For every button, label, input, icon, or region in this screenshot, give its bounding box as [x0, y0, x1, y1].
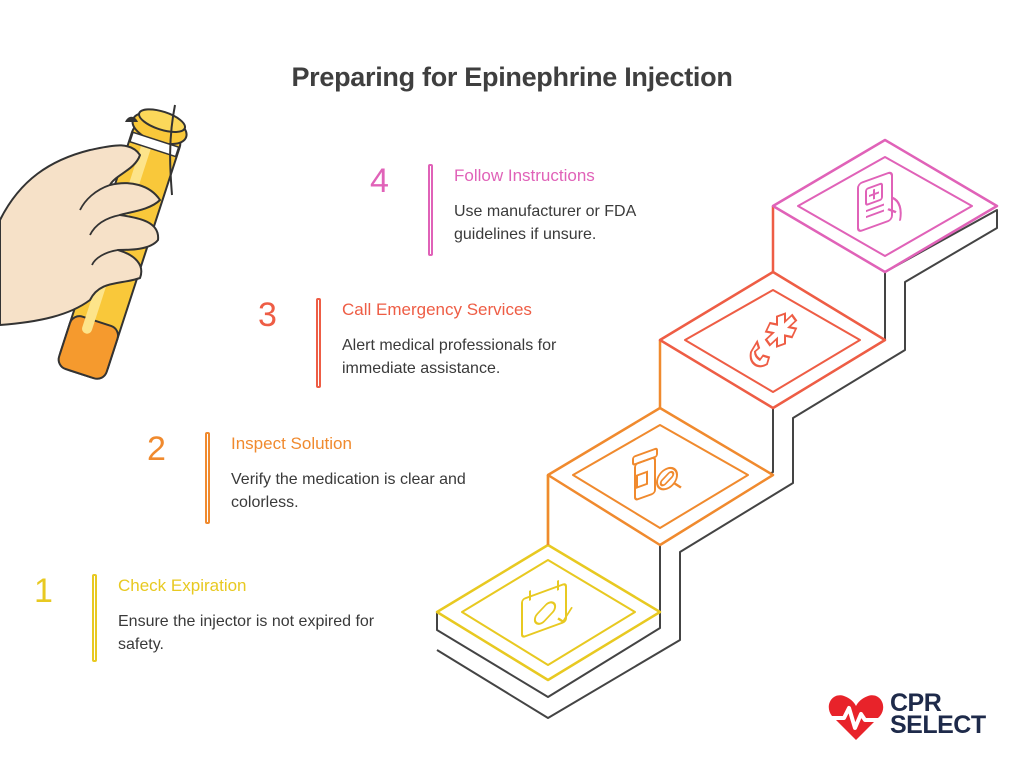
calendar-pill-icon	[521, 579, 573, 638]
step-number: 3	[258, 296, 277, 334]
step-bar	[205, 432, 210, 524]
step-heading: Call Emergency Services	[342, 300, 532, 319]
stair-step-2	[546, 406, 775, 547]
step-description: Alert medical professionals for immediat…	[342, 337, 557, 377]
hand-injector-illustration	[0, 104, 188, 380]
step-bar	[92, 574, 97, 662]
step-heading: Check Expiration	[118, 576, 247, 595]
step-number: 2	[147, 430, 166, 468]
phone-medical-icon	[749, 312, 798, 368]
step-bar	[428, 164, 433, 256]
step-description: Use manufacturer or FDA guidelines if un…	[454, 203, 636, 243]
stair-step-3	[658, 270, 887, 410]
tablet-medical-icon	[857, 171, 902, 232]
step-number: 4	[370, 162, 389, 200]
step-heading: Follow Instructions	[454, 166, 595, 185]
logo-line-2: SELECT	[890, 711, 986, 739]
pill-bottle-magnifier-icon	[632, 447, 682, 501]
step-number: 1	[34, 572, 53, 610]
step-heading: Inspect Solution	[231, 434, 352, 453]
logo-line-1: CPR	[890, 689, 942, 717]
step-description: Verify the medication is clear and color…	[231, 471, 466, 511]
page-title: Preparing for Epinephrine Injection	[291, 62, 733, 92]
stair-step-1	[435, 543, 662, 682]
step-description: Ensure the injector is not expired for s…	[118, 613, 375, 653]
stair-step-4	[771, 138, 999, 274]
step-bar	[316, 298, 321, 388]
heart-pulse-icon	[828, 695, 884, 740]
cpr-select-logo: CPR SELECT	[826, 688, 1006, 748]
